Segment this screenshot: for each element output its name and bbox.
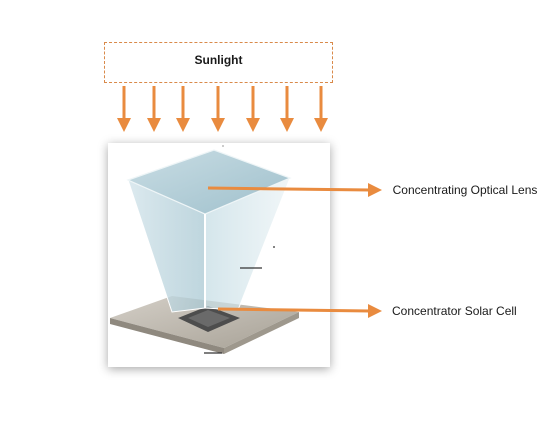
sun-arrow — [314, 86, 328, 132]
optical-lens — [126, 149, 292, 313]
solar-cell — [178, 306, 240, 332]
sunlight-box: Sunlight — [104, 42, 333, 83]
cell-callout-arrow — [217, 304, 382, 318]
sun-arrow — [117, 86, 131, 132]
illustration-panel — [108, 143, 330, 367]
sun-arrow — [280, 86, 294, 132]
sun-arrow — [246, 86, 260, 132]
sun-arrow — [176, 86, 190, 132]
sun-arrow — [147, 86, 161, 132]
sun-arrow — [211, 86, 225, 132]
sunlight-arrows — [117, 86, 328, 132]
lens-label: Concentrating Optical Lens — [392, 183, 538, 197]
cell-label: Concentrator Solar Cell — [392, 304, 517, 318]
lens-callout-arrow — [207, 183, 382, 197]
sunlight-label: Sunlight — [194, 52, 243, 67]
